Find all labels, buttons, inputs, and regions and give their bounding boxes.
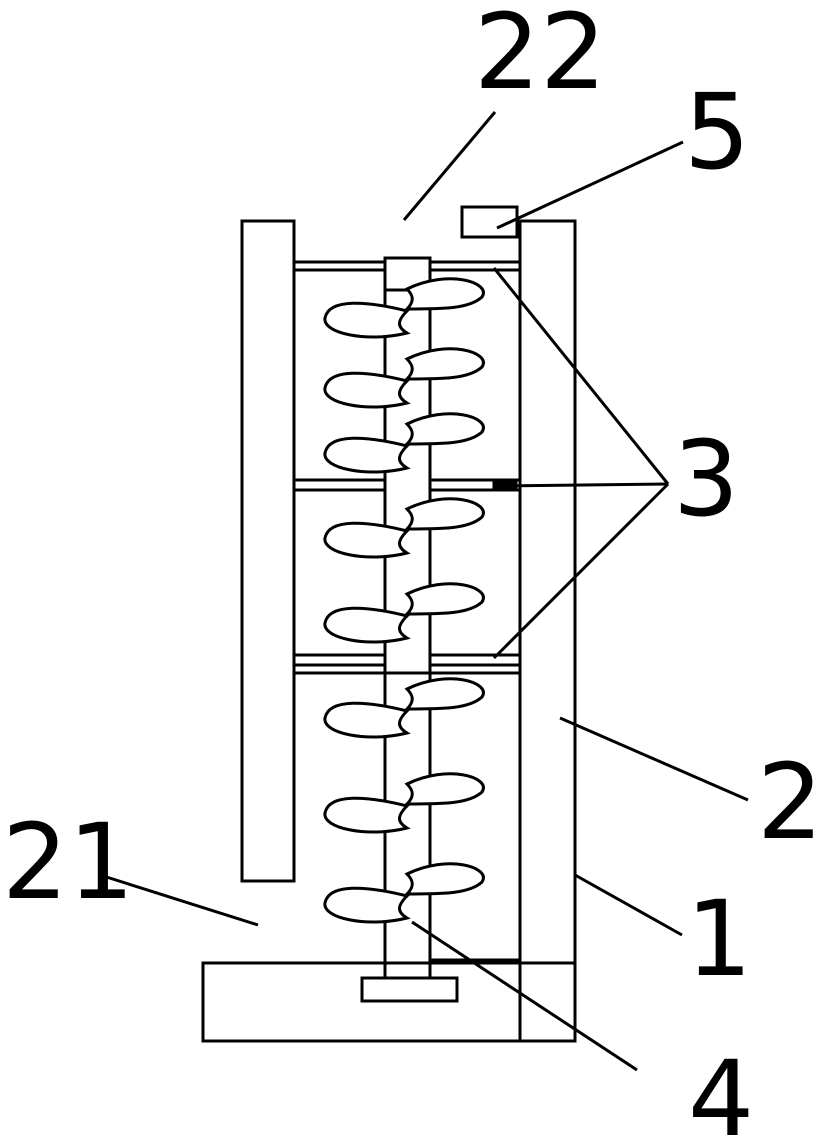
blade-right	[403, 497, 485, 531]
inner-chamber-wall	[292, 265, 520, 962]
blade-left	[323, 521, 411, 559]
label-3: 3	[673, 418, 739, 540]
motor-block	[360, 976, 459, 1003]
blade-left	[323, 606, 411, 644]
leader-1	[574, 873, 683, 937]
label-1: 1	[686, 878, 752, 1000]
blade-right	[403, 347, 485, 381]
blade-right	[403, 582, 485, 616]
blade-right	[403, 772, 485, 806]
blade-right	[403, 862, 485, 896]
leader-4	[411, 920, 638, 1072]
leader-lines	[99, 111, 749, 1072]
label-22: 22	[474, 0, 606, 113]
blade-left	[323, 371, 411, 409]
blade-right	[403, 677, 485, 711]
top-cap	[460, 205, 519, 239]
label-21: 21	[2, 801, 134, 923]
label-4: 4	[688, 1038, 754, 1141]
blade-right	[403, 412, 485, 446]
right-column	[518, 219, 577, 1043]
label-2: 2	[757, 741, 817, 863]
label-5: 5	[684, 71, 750, 193]
blade-left	[323, 301, 411, 339]
leader-3b	[499, 482, 669, 488]
leader-22	[402, 111, 497, 221]
blade-left	[323, 886, 411, 924]
mixing-blades	[323, 277, 485, 924]
left-plate	[240, 219, 296, 883]
leader-3c	[492, 482, 670, 660]
leader-3a	[492, 267, 670, 485]
leader-21	[99, 873, 259, 927]
blade-left	[323, 701, 411, 739]
leader-5	[496, 140, 684, 230]
leader-2	[559, 716, 749, 802]
blade-left	[323, 436, 411, 474]
blade-left	[323, 796, 411, 834]
blade-right	[403, 277, 485, 311]
